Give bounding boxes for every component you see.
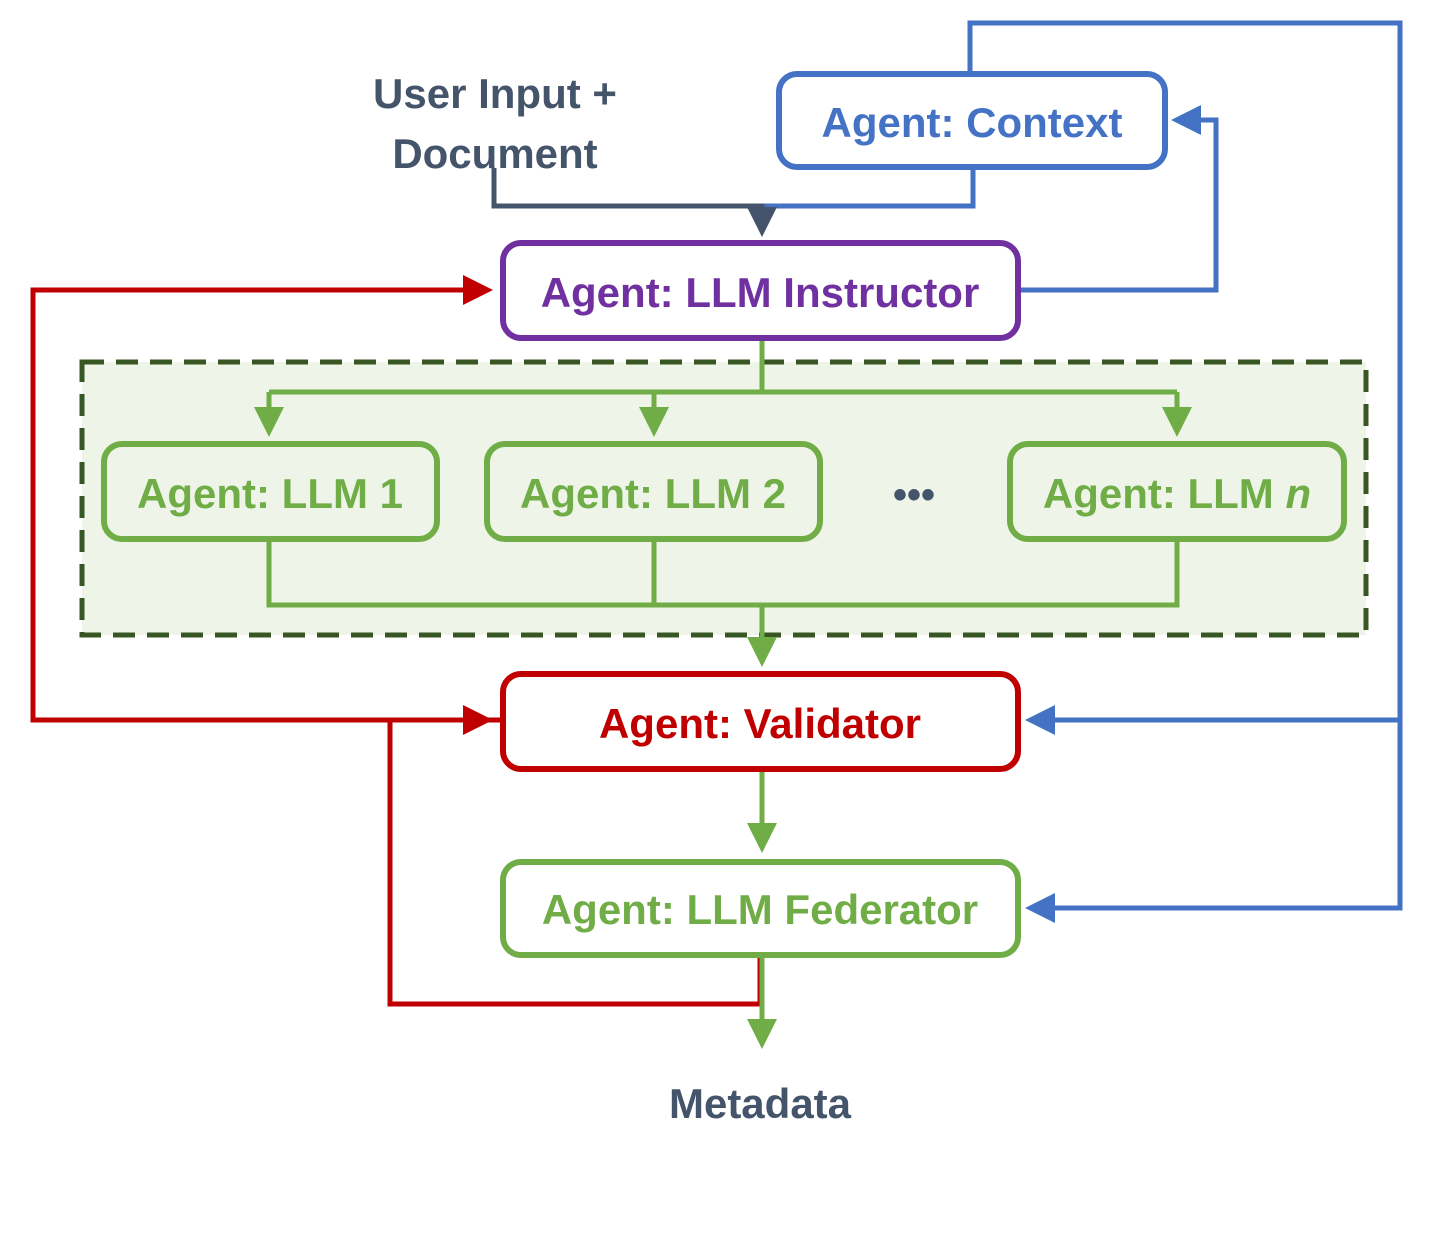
arrow-instructor-to-context: [1018, 105, 1219, 293]
output-metadata-label: Metadata: [669, 1080, 852, 1127]
input-label-line2: Document: [392, 130, 597, 177]
line-collect-bus: [266, 540, 1180, 608]
agent-llmn-prefix: Agent: LLM: [1043, 470, 1286, 517]
agent-context-label: Agent: Context: [822, 99, 1123, 146]
agent-instructor-box[interactable]: [500, 240, 1021, 341]
agent-llmn-box[interactable]: [1007, 441, 1347, 542]
arrow-context-to-validator-federator: [967, 20, 1403, 923]
agent-validator-box[interactable]: [500, 671, 1021, 772]
input-label-line1: User Input +: [373, 70, 617, 117]
agent-context-box[interactable]: [776, 71, 1168, 170]
agent-llm1-box[interactable]: [101, 441, 440, 542]
arrow-input-to-instructor: [491, 168, 777, 237]
agent-llmn-variable: n: [1285, 470, 1311, 517]
agent-llmn-label: Agent: LLM n: [1043, 470, 1311, 517]
ellipsis-indicator: •••: [893, 473, 935, 517]
agent-instructor-label: Agent: LLM Instructor: [541, 269, 980, 316]
agent-federator-label: Agent: LLM Federator: [542, 886, 978, 933]
arrow-context-to-instructor: [762, 168, 976, 209]
agent-validator-label: Agent: Validator: [599, 700, 921, 747]
agent-federator-box[interactable]: [500, 859, 1021, 958]
arrow-validator-to-instructor: [30, 275, 502, 723]
agent-llm2-box[interactable]: [484, 441, 823, 542]
agent-llm1-label: Agent: LLM 1: [137, 470, 403, 517]
agent-llm2-label: Agent: LLM 2: [520, 470, 786, 517]
